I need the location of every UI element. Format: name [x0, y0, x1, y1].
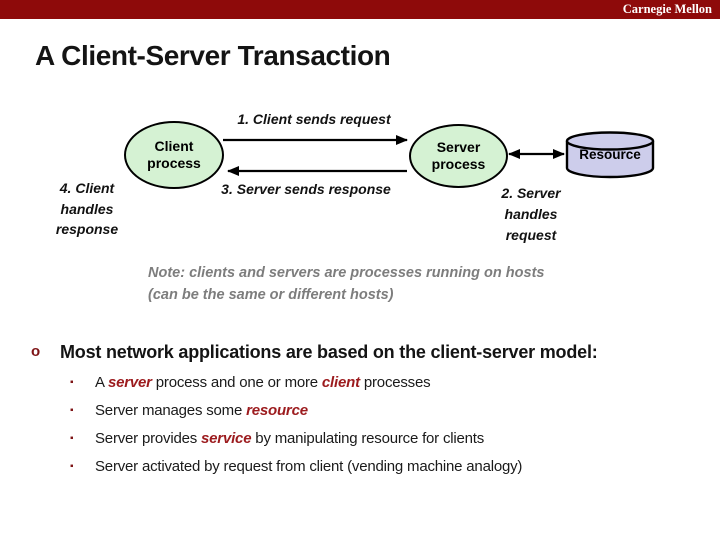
server-node-label-line1: Server — [436, 139, 481, 155]
step3-label: 3. Server sends response — [221, 181, 391, 197]
client-node-label-line1: Client — [154, 138, 194, 154]
host-note-line1: Note: clients and servers are processes … — [148, 265, 545, 281]
host-note-line2: (can be the same or different hosts) — [148, 286, 394, 303]
host-note: Note: clients and servers are processes … — [148, 263, 544, 306]
bullet-text: Server provides service by manipulating … — [95, 430, 485, 447]
server-node-label-line2: process — [431, 156, 486, 172]
square-bullet-icon: ▪ — [70, 405, 74, 416]
circle-bullet-icon: o — [31, 343, 40, 360]
main-bullet-text: Most network applications are based on t… — [60, 342, 598, 362]
bullet-text: A server process and one or more client … — [95, 374, 431, 391]
arrows-layer — [223, 135, 565, 176]
step4-label: 4. Client handles response — [55, 180, 119, 237]
client-process-node: Client process — [124, 121, 224, 189]
step1-label: 1. Client sends request — [237, 111, 391, 127]
slide-title: A Client-Server Transaction — [35, 40, 391, 71]
resource-cylinder: Resource — [565, 130, 655, 180]
bullet-text: Server activated by request from client … — [95, 458, 523, 475]
square-bullet-icon: ▪ — [70, 377, 74, 388]
bullet-text: Server manages some resource — [95, 402, 308, 419]
square-bullet-icon: ▪ — [70, 461, 74, 472]
bullet-item: ▪ Server provides service by manipulating… — [70, 430, 700, 448]
sub-bullet-list: ▪ A server process and one or more client… — [70, 374, 700, 486]
client-server-diagram: 1. Client sends request Client process S… — [0, 98, 720, 248]
brand-logo: Carnegie Mellon — [622, 2, 712, 16]
database-cylinder-icon — [565, 131, 655, 179]
bullet-item: ▪ A server process and one or more client… — [70, 374, 700, 392]
resource-label: Resource — [579, 147, 641, 162]
server-process-node: Server process — [409, 124, 508, 188]
square-bullet-icon: ▪ — [70, 433, 74, 444]
bullet-item: ▪ Server activated by request from client… — [70, 458, 700, 476]
client-node-label-line2: process — [147, 155, 201, 171]
bullet-item: ▪ Server manages some resource — [70, 402, 700, 420]
main-bullet-item: o Most network applications are based on… — [31, 341, 711, 363]
header-banner: Carnegie Mellon — [0, 0, 720, 19]
step2-label: 2. Server handles request — [501, 185, 561, 243]
